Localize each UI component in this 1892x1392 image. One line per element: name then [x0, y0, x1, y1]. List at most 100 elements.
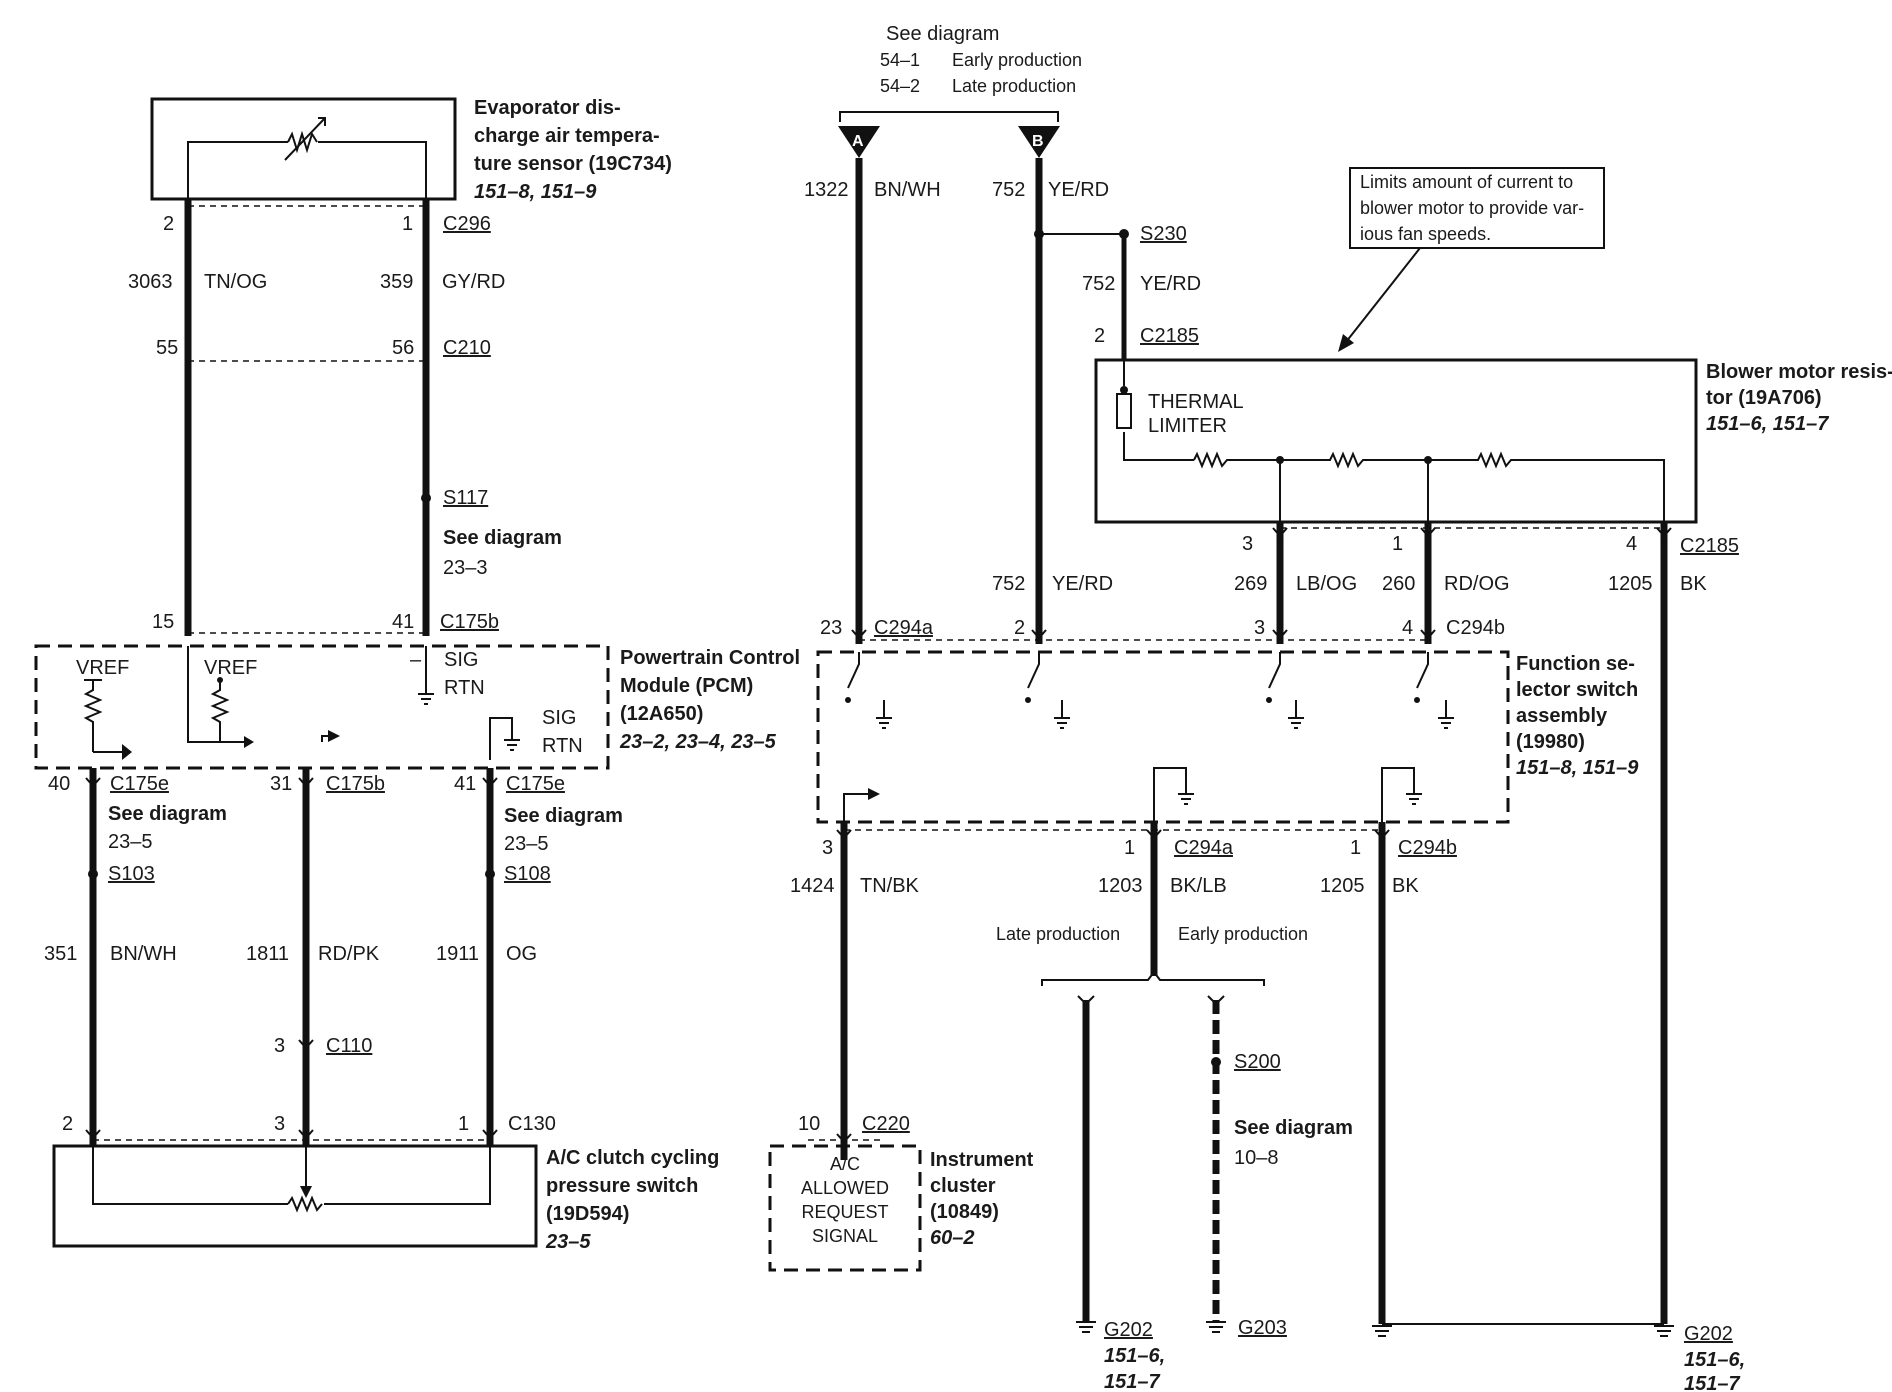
pcm-sensor-arrow — [244, 736, 254, 748]
wire-1811-color: RD/PK — [318, 943, 380, 965]
pcm-sensor-lead — [187, 646, 244, 743]
late-production-label: Late production — [996, 924, 1120, 944]
thermal-label-2: LIMITER — [1148, 415, 1227, 437]
s108-label: S108 — [504, 863, 551, 885]
pcm-vref-arrow-1 — [122, 744, 132, 760]
evap-thermistor-arrow — [284, 117, 326, 161]
wire-351-circuit: 351 — [44, 943, 77, 965]
instrument-cluster: A/C ALLOWED REQUEST SIGNAL Instrument cl… — [768, 1144, 1034, 1272]
s200-label: S200 — [1234, 1051, 1281, 1073]
top-ref-code-2: 54–2 — [880, 76, 920, 96]
wire-351-color: BN/WH — [110, 943, 177, 965]
c294b-label-top: C294b — [1446, 617, 1505, 639]
s200-ref-heading: See diagram — [1234, 1117, 1353, 1139]
ac-switch-refs: 23–5 — [545, 1231, 591, 1253]
wire-269-pin: 3 — [1242, 533, 1253, 555]
c2185-label-top: C2185 — [1140, 325, 1199, 347]
c294a-pin-top: 23 — [820, 617, 842, 639]
c110-chevron — [298, 1039, 314, 1050]
right-upper-wires: 1322 BN/WH 752 YE/RD S230 752 YE/RD 2 C2… — [804, 158, 1201, 644]
c130-label: C130 — [508, 1113, 556, 1135]
wire-1911-circuit: 1911 — [436, 943, 479, 965]
wire-269-color: LB/OG — [1296, 573, 1357, 595]
g202b-ref-2: 151–7 — [1684, 1373, 1740, 1392]
flag-b — [1018, 126, 1060, 158]
pcm-lower-wires: 40 C175e See diagram 23–5 S103 351 BN/WH… — [44, 768, 623, 1146]
pcm-vref-2: VREF — [204, 657, 257, 679]
wire-1811-circuit: 1811 — [246, 943, 289, 965]
s103-label: S103 — [108, 863, 155, 885]
function-switch-label-1: Function se- — [1516, 653, 1635, 675]
s117-ref: 23–3 — [443, 557, 488, 579]
c130-chevrons — [85, 1129, 498, 1140]
cluster-label-3: (10849) — [930, 1201, 999, 1223]
c175e-chevrons — [85, 777, 498, 788]
callout-leader — [1345, 247, 1421, 343]
switch-contact-2 — [1025, 697, 1031, 703]
c210-pin-right: 56 — [392, 337, 414, 359]
s117-ref-heading: See diagram — [443, 527, 562, 549]
wire-359-color: GY/RD — [442, 271, 505, 293]
wire-1203-pin: 1 — [1124, 837, 1135, 859]
ac-switch-label-2: pressure switch — [546, 1175, 698, 1197]
ac-switch-wiper-arrow — [300, 1186, 312, 1198]
pcm-rtn-1: RTN — [444, 677, 485, 699]
pcm: Powertrain Control Module (PCM) (12A650)… — [34, 644, 800, 770]
c220-label: C220 — [862, 1113, 910, 1135]
function-switch-label-2: lector switch — [1516, 679, 1638, 701]
wire-269-circuit: 269 — [1234, 573, 1267, 595]
wire-359-circuit: 359 — [380, 271, 413, 293]
wire-1811-pin: 31 — [270, 773, 292, 795]
callout-line-2: blower motor to provide var- — [1360, 198, 1584, 218]
c2185-label-bottom: C2185 — [1680, 535, 1739, 557]
wire-1911-ref: 23–5 — [504, 833, 549, 855]
wire-752-lower-circuit: 752 — [992, 573, 1025, 595]
thermal-limiter-symbol — [1116, 393, 1132, 429]
wire-351-conn: C175e — [110, 773, 169, 795]
evap-label-3: ture sensor (19C734) — [474, 153, 672, 175]
switch-tn-arrow — [868, 788, 880, 800]
pcm-sig-2: SIG — [542, 707, 576, 729]
c296-pin-left: 2 — [163, 213, 174, 235]
wire-1203-color: BK/LB — [1170, 875, 1227, 897]
ac-switch-label-3: (19D594) — [546, 1203, 629, 1225]
switch-contact-3 — [1266, 697, 1272, 703]
callout-line-3: ious fan speeds. — [1360, 224, 1491, 244]
g202b-ground-left — [1372, 1325, 1392, 1337]
c130-pin-right: 1 — [458, 1113, 469, 1135]
c294a-label-top: C294a — [874, 617, 934, 639]
pcm-out-arrow — [328, 730, 340, 742]
pcm-refs: 23–2, 23–4, 23–5 — [619, 731, 777, 753]
function-switch-refs: 151–8, 151–9 — [1516, 757, 1639, 779]
wire-260-pin: 1 — [1392, 533, 1403, 555]
c175b-pin-left: 15 — [152, 611, 174, 633]
callout: Limits amount of current to blower motor… — [1338, 167, 1605, 352]
blower-feed — [1123, 360, 1194, 461]
evap-wires: 3063 TN/OG 359 GY/RD 55 56 C210 S117 See… — [128, 199, 562, 636]
s117-label: S117 — [443, 487, 488, 509]
wire-351-pin: 40 — [48, 773, 70, 795]
evap-sensor: Evaporator dis- charge air tempera- ture… — [150, 97, 672, 235]
early-production-label: Early production — [1178, 924, 1308, 944]
c294-pin-d: 4 — [1402, 617, 1413, 639]
blower-resistor-chain — [1193, 451, 1665, 522]
evap-label-2: charge air tempera- — [474, 125, 660, 147]
wire-3063-circuit: 3063 — [128, 271, 173, 293]
g202a-ref-1: 151–6, — [1104, 1345, 1165, 1367]
blower-box — [1094, 358, 1698, 524]
lower-right-wires: 3 1 C294a 1 C294b 1424 TN/BK 1203 BK/LB … — [790, 822, 1745, 1392]
wire-351-ref: 23–5 — [108, 831, 153, 853]
c175b-label: C175b — [440, 611, 499, 633]
top-ref-text-1: Early production — [952, 50, 1082, 70]
g202b-ref-1: 151–6, — [1684, 1349, 1745, 1371]
switch-grounds — [876, 700, 1454, 729]
pcm-ground-1 — [418, 693, 434, 705]
callout-arrowhead — [1338, 334, 1354, 352]
top-ref-code-1: 54–1 — [880, 50, 920, 70]
cluster-box — [768, 1144, 922, 1272]
c130-pin-left: 2 — [62, 1113, 73, 1135]
wire-1205-color: BK — [1680, 573, 1707, 595]
thermal-limiter-top — [1120, 386, 1128, 394]
s117-dot — [421, 493, 431, 503]
evap-label-1: Evaporator dis- — [474, 97, 621, 119]
